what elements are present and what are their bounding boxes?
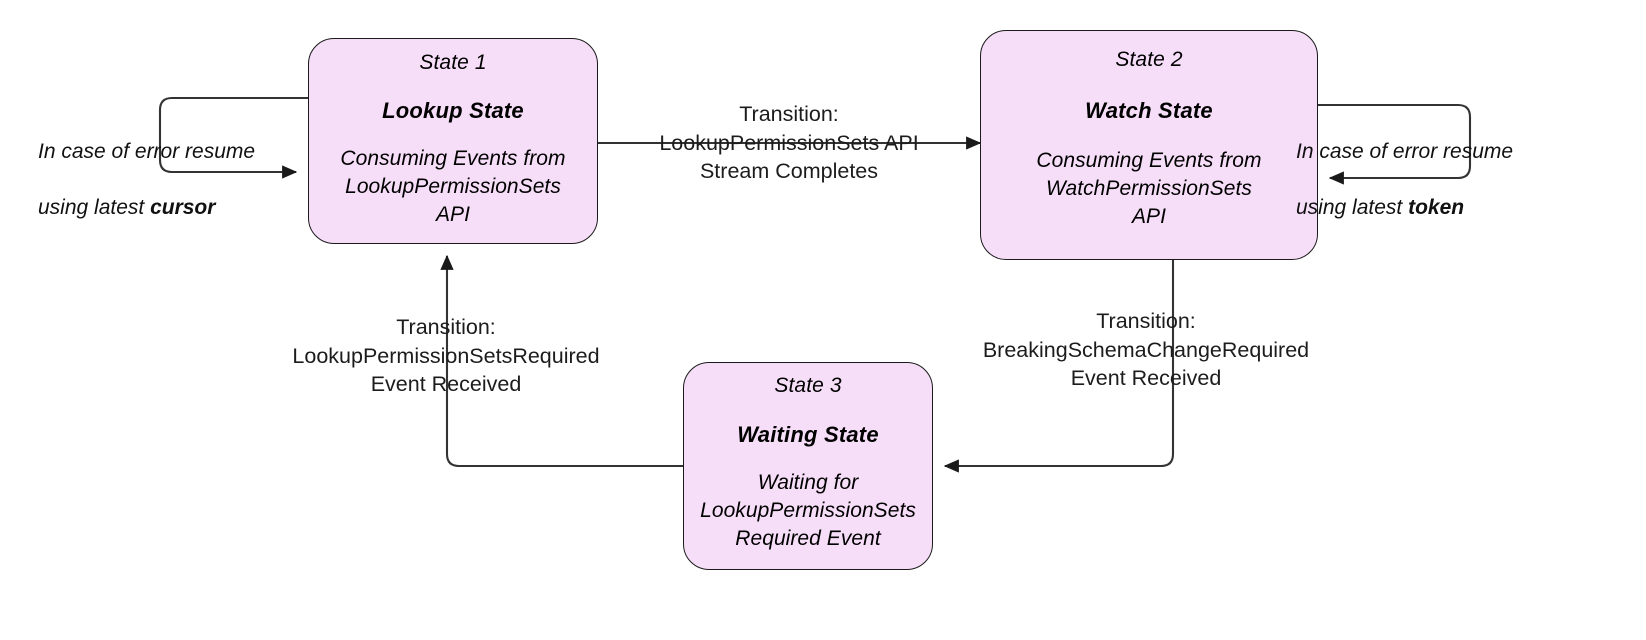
state-node-watch-state[interactable]: State 2 Watch State Consuming Events fro… — [980, 30, 1318, 260]
self-loop-label-line2: using latest token — [1296, 194, 1564, 222]
self-loop-label-line2-prefix: using latest — [1296, 195, 1409, 219]
edge-watch-to-waiting — [943, 260, 1175, 473]
self-loop-label-emphasis: cursor — [150, 195, 216, 219]
self-loop-watch-token — [1318, 103, 1472, 185]
state-node-id: State 3 — [774, 374, 842, 397]
state-node-lookup-state[interactable]: State 1 Lookup State Consuming Events fr… — [308, 38, 598, 244]
state-node-description: Consuming Events from WatchPermissionSet… — [1036, 149, 1262, 228]
edge-label-lookup-to-watch: Transition: LookupPermissionSets API Str… — [659, 102, 919, 184]
self-loop-label-line2: using latest cursor — [38, 194, 298, 222]
state-node-name: Watch State — [1085, 98, 1213, 124]
edge-label-watch-to-waiting: Transition: BreakingSchemaChangeRequired… — [982, 309, 1310, 391]
state-node-description: Waiting for LookupPermissionSets Require… — [700, 471, 916, 550]
state-node-id: State 1 — [419, 51, 487, 74]
self-loop-label-line1: In case of error resume — [38, 139, 256, 163]
self-loop-label-cursor: In case of error resume using latest cur… — [38, 110, 298, 250]
self-loop-label-emphasis: token — [1408, 195, 1465, 219]
state-node-name: Waiting State — [737, 422, 879, 448]
self-loop-label-line2-prefix: using latest — [38, 195, 151, 219]
state-node-description: Consuming Events from LookupPermissionSe… — [340, 147, 566, 226]
self-loop-label-line1: In case of error resume — [1296, 139, 1514, 163]
self-loop-lookup-cursor — [158, 96, 308, 179]
edge-label-waiting-to-lookup: Transition: LookupPermissionSetsRequired… — [292, 315, 600, 397]
edge-waiting-to-lookup — [440, 254, 683, 468]
state-node-id: State 2 — [1115, 48, 1183, 71]
state-node-name: Lookup State — [382, 98, 524, 124]
self-loop-label-token: In case of error resume using latest tok… — [1296, 110, 1564, 250]
state-node-waiting-state[interactable]: State 3 Waiting State Waiting for Lookup… — [683, 362, 933, 570]
